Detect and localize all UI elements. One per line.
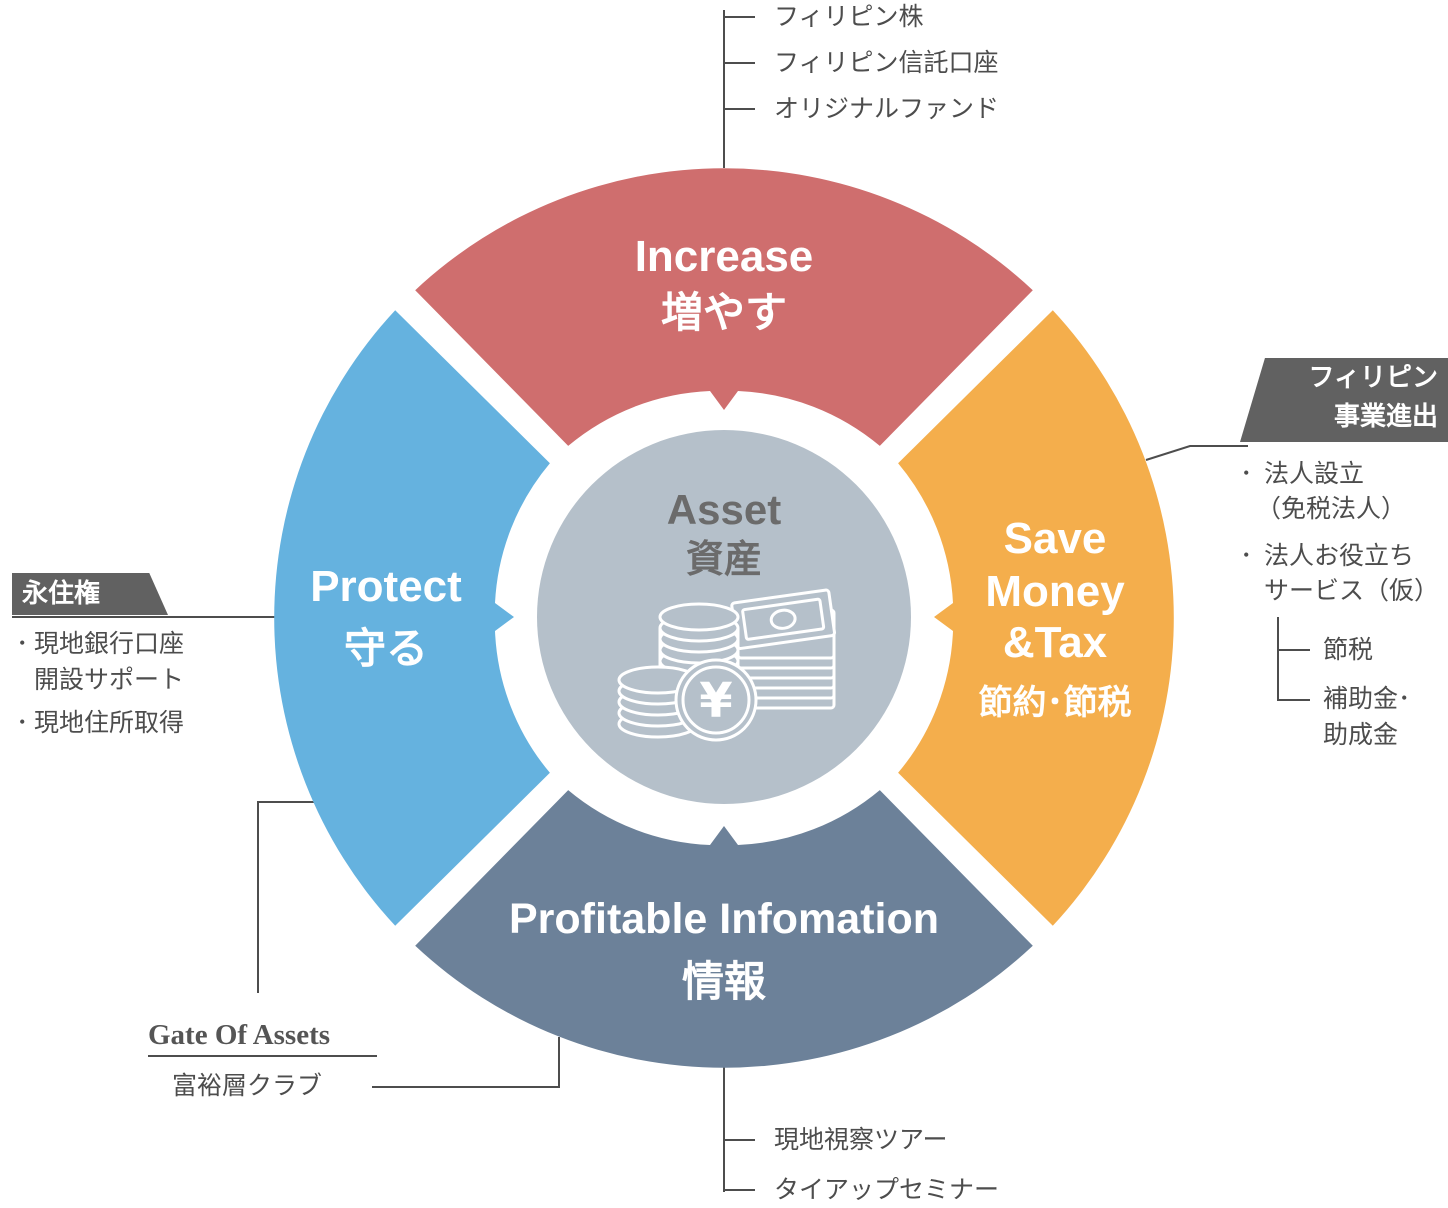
yen-symbol: ¥	[699, 673, 732, 729]
right-bullet-2-line1: 法人お役立ち	[1264, 541, 1415, 570]
info-title-ja: 情報	[682, 957, 766, 1006]
coin-stack-back	[658, 602, 740, 687]
info-segment	[415, 790, 1033, 1068]
money-coins-icon	[617, 588, 836, 742]
right-bullet-1-mark: ･	[1240, 459, 1253, 488]
save-title-line1: Save	[1004, 514, 1107, 563]
save-title-line3: &Tax	[1003, 618, 1108, 667]
center-title-ja: 資産	[686, 537, 762, 581]
right-bullet-1-line1: 法人設立	[1264, 459, 1365, 488]
club-subtitle: 富裕層クラブ	[172, 1071, 323, 1100]
right-subitem-1: 節税	[1323, 635, 1374, 664]
increase-item-1: フィリピン株	[774, 2, 924, 31]
protect-title-ja: 守る	[344, 624, 428, 673]
increase-connector	[723, 10, 755, 168]
info-item-2: タイアップセミナー	[774, 1175, 1000, 1204]
protect-title-en: Protect	[310, 562, 462, 611]
info-item-1: 現地視察ツアー	[774, 1125, 948, 1154]
left-bullet-2-mark: ･	[16, 708, 29, 737]
save-connector	[1145, 445, 1248, 461]
save-title-line2: Money	[985, 567, 1125, 616]
increase-title-ja: 増やす	[661, 288, 787, 337]
protect-segment	[274, 310, 550, 926]
right-subitem-2-line1: 補助金･	[1323, 684, 1411, 713]
info-club-connector	[372, 1037, 560, 1088]
increase-item-2: フィリピン信託口座	[774, 48, 999, 77]
info-connector	[723, 1065, 755, 1192]
increase-title-en: Increase	[635, 232, 814, 281]
save-title-ja: 節約･節税	[979, 683, 1132, 723]
banknote-stack	[730, 588, 836, 710]
business-expansion-tag-line1: フィリピン	[1308, 363, 1438, 393]
left-bullet-1-mark: ･	[16, 629, 29, 658]
save-subitem-connector	[1277, 617, 1310, 701]
left-bullet-2: 現地住所取得	[34, 708, 185, 737]
info-title-en: Profitable Infomation	[509, 895, 939, 943]
left-bullet-1-line2: 開設サポート	[34, 665, 185, 694]
center-title-en: Asset	[667, 486, 781, 533]
increase-item-3: オリジナルファンド	[774, 94, 1000, 123]
business-expansion-tag: フィリピン 事業進出	[1240, 358, 1448, 442]
right-bullet-2-line2: サービス（仮）	[1264, 576, 1440, 605]
connector-lines	[12, 10, 1310, 1192]
right-bullet-2-mark: ･	[1240, 541, 1253, 570]
club-name: Gate Of Assets	[148, 1019, 331, 1051]
business-expansion-tag-line2: 事業進出	[1333, 402, 1438, 432]
right-subitem-2-line2: 助成金	[1323, 720, 1399, 749]
right-bullet-1-line2: （免税法人）	[1256, 494, 1407, 523]
left-bullet-1-line1: 現地銀行口座	[34, 629, 185, 658]
increase-segment	[415, 168, 1033, 446]
save-segment	[898, 310, 1174, 926]
permanent-residency-tag: 永住権	[12, 573, 168, 615]
protect-club-connector	[257, 801, 315, 993]
